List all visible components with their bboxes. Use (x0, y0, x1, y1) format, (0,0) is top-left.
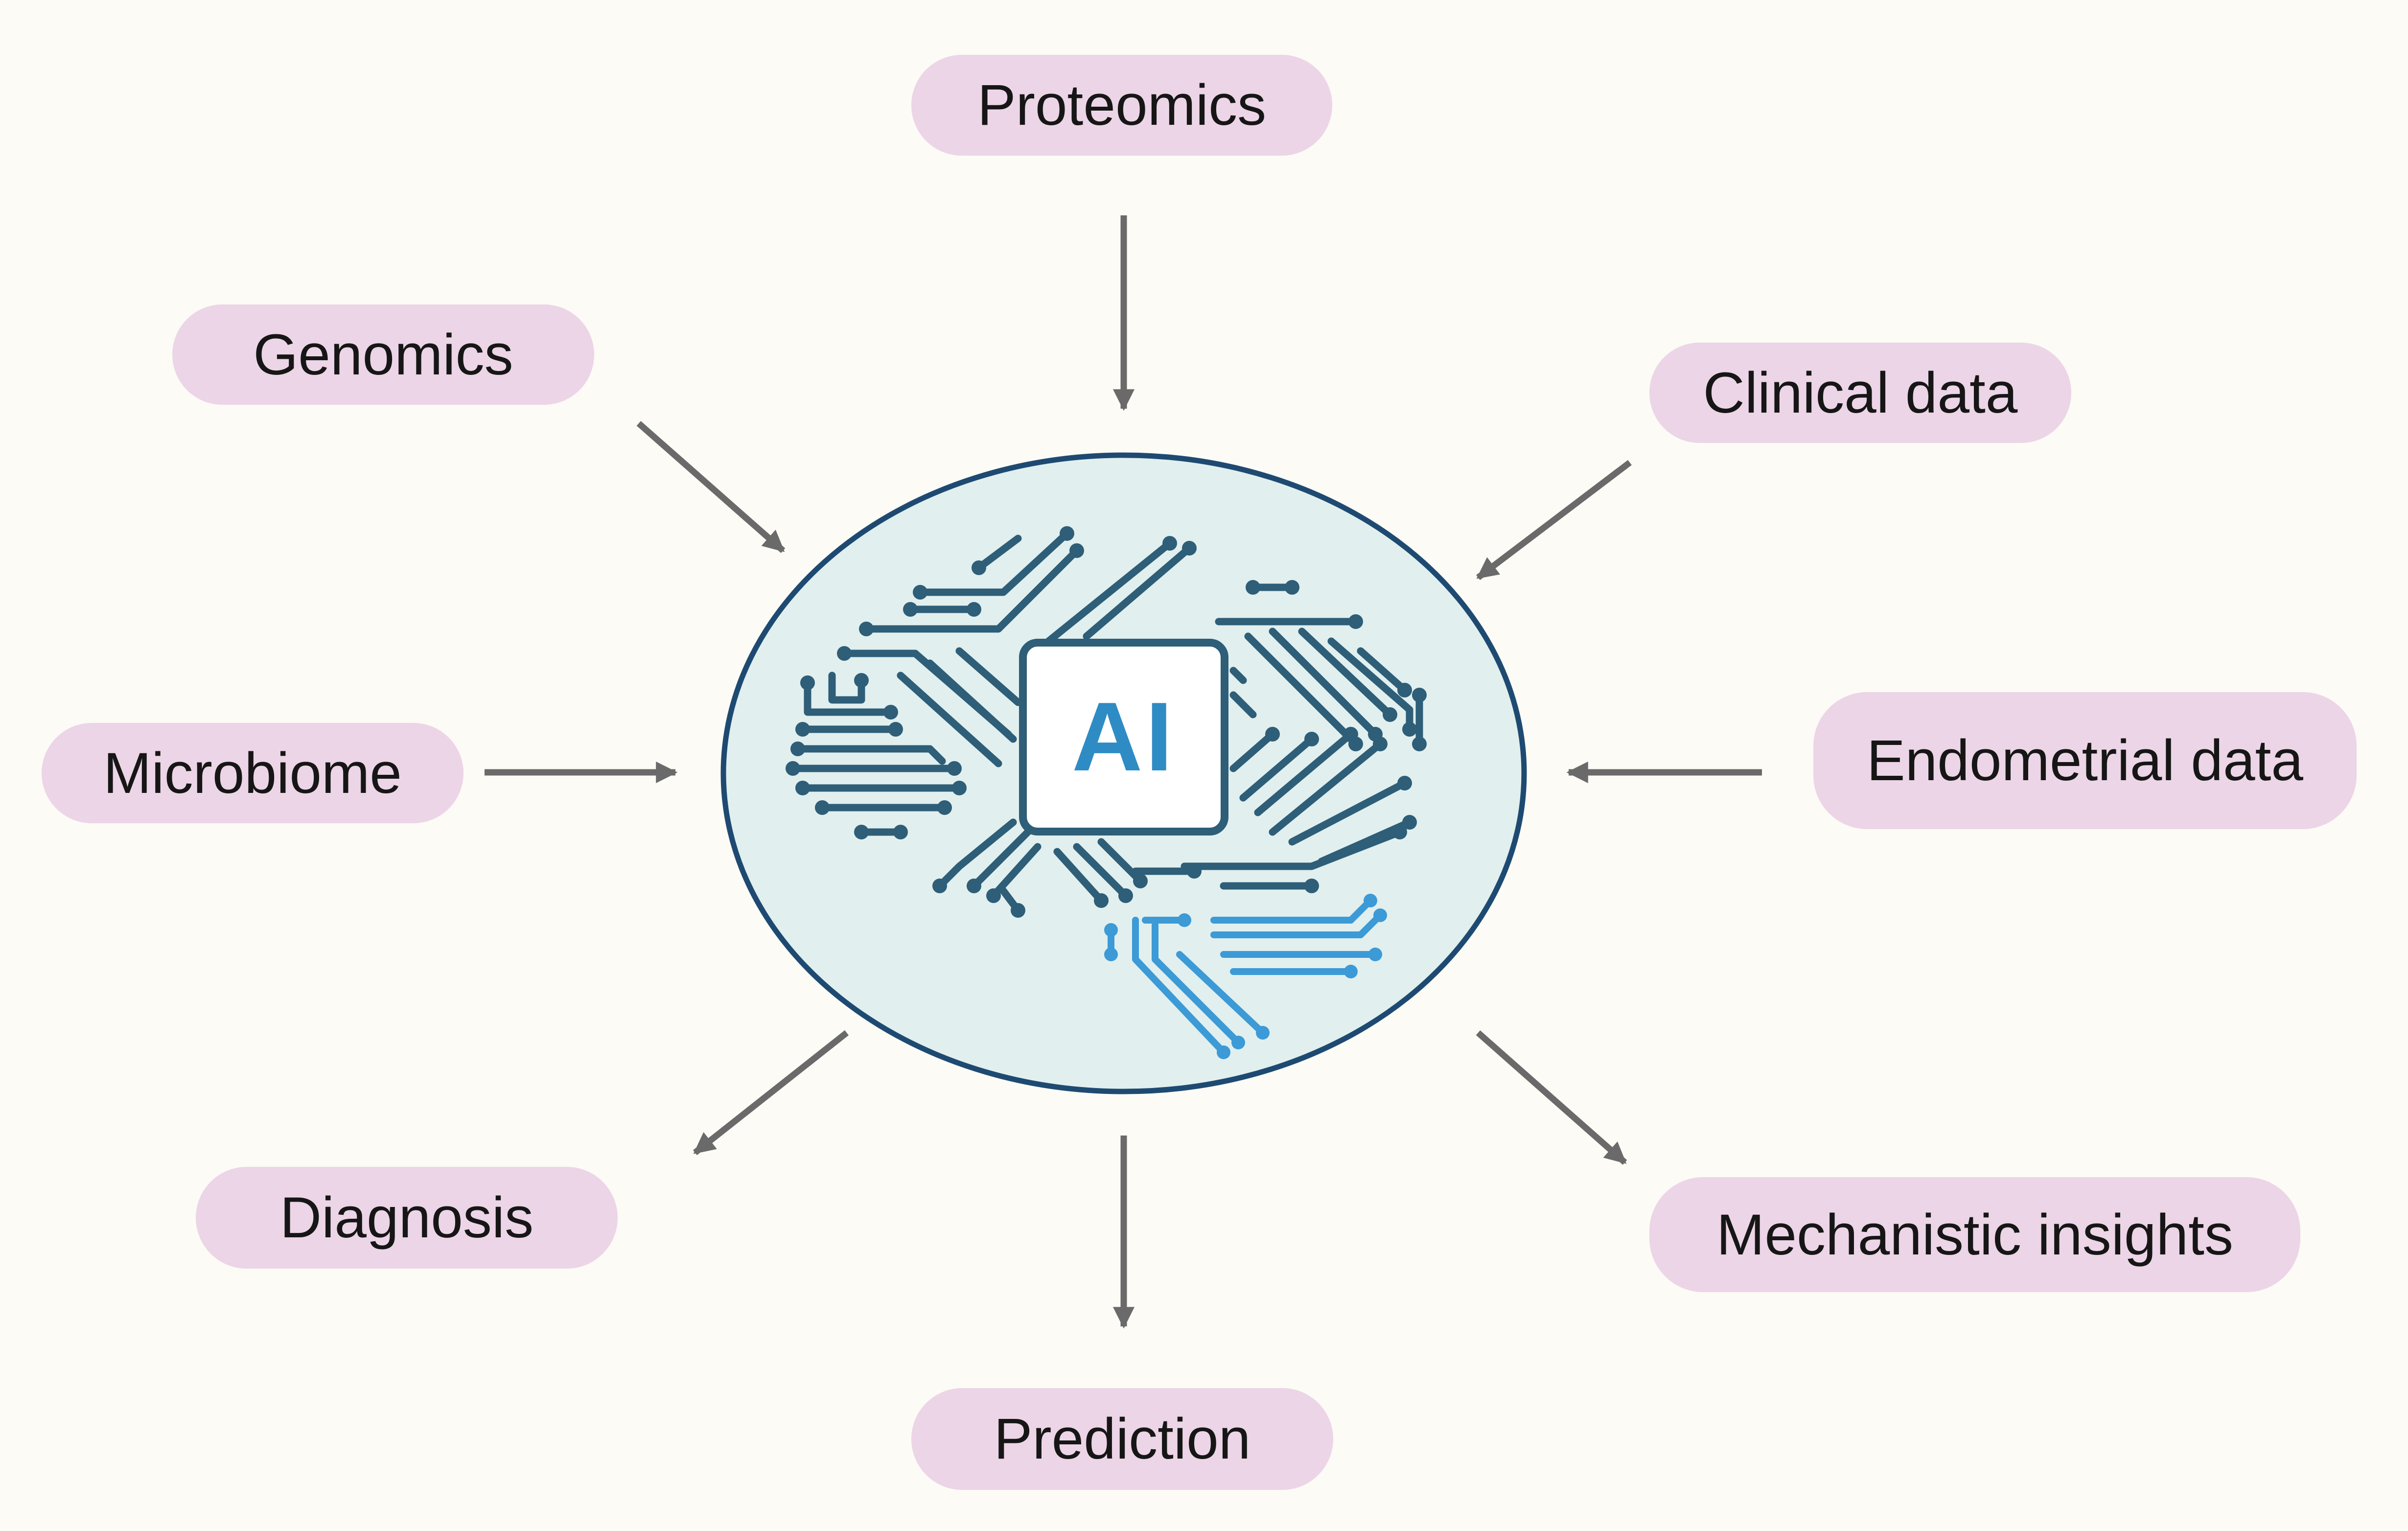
ai-label: AI (1072, 682, 1176, 791)
microbiome-pill: Microbiome (42, 723, 463, 823)
microbiome-label: Microbiome (103, 741, 402, 806)
proteomics-pill: Proteomics (911, 55, 1332, 156)
endometrial-data-label: Endometrial data (1866, 728, 2304, 793)
clinical-data-pill: Clinical data (1649, 343, 2071, 443)
clinical-data-label: Clinical data (1703, 360, 2018, 425)
arrow-genomics (636, 421, 786, 553)
prediction-label: Prediction (994, 1407, 1251, 1471)
prediction-pill: Prediction (911, 1388, 1333, 1490)
arrow-diagnosis (693, 1030, 849, 1156)
diagnosis-label: Diagnosis (279, 1185, 534, 1250)
brain-circuit-icon (786, 526, 1427, 1059)
genomics-pill: Genomics (172, 304, 594, 405)
mechanistic-insights-pill: Mechanistic insights (1649, 1177, 2300, 1292)
endometrial-data-pill: Endometrial data (1813, 692, 2357, 829)
arrow-clinical (1476, 460, 1632, 580)
mechanistic-insights-label: Mechanistic insights (1716, 1202, 2233, 1267)
diagnosis-pill: Diagnosis (196, 1167, 618, 1269)
genomics-label: Genomics (253, 322, 513, 387)
ai-chip: AI (1019, 639, 1228, 835)
arrow-mechanistic (1476, 1030, 1627, 1165)
proteomics-label: Proteomics (977, 73, 1267, 138)
